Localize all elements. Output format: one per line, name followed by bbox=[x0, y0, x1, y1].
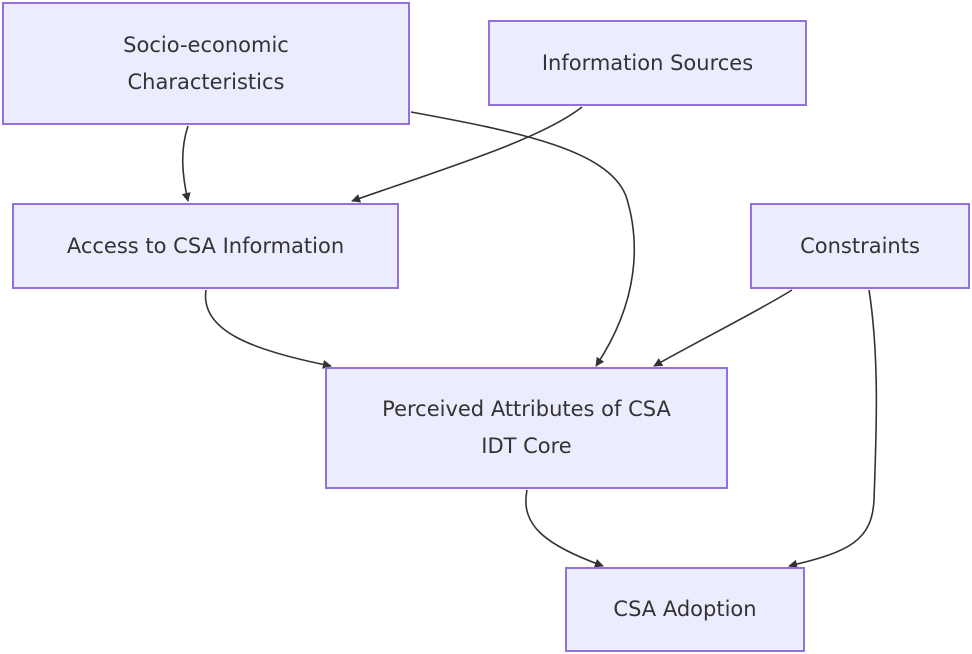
node-label: CSA Adoption bbox=[613, 597, 757, 621]
edge-perceived-to-adoption bbox=[525, 489, 604, 568]
node-access-to-csa-information: Access to CSA Information bbox=[12, 203, 399, 289]
edge-access-to-perceived bbox=[204, 289, 332, 369]
node-label-line: Characteristics bbox=[127, 69, 285, 94]
node-perceived-attributes: Perceived Attributes of CSA IDT Core bbox=[325, 367, 728, 489]
node-label: Information Sources bbox=[541, 50, 754, 75]
node-label-line: Socio-economic bbox=[123, 32, 289, 57]
node-label-line: Perceived Attributes of CSA bbox=[382, 397, 671, 421]
node-label: Constraints bbox=[800, 233, 920, 258]
node-information-sources: Information Sources bbox=[488, 20, 807, 106]
node-constraints: Constraints bbox=[750, 203, 970, 289]
edge-socio-to-access bbox=[181, 125, 191, 202]
edge-constraints-to-perceived bbox=[653, 289, 793, 367]
edge-constraints-to-adoption bbox=[788, 289, 878, 569]
edge-info-to-access bbox=[351, 106, 583, 203]
node-csa-adoption: CSA Adoption bbox=[565, 567, 805, 652]
node-label-line: IDT Core bbox=[481, 434, 572, 458]
node-socio-economic-characteristics: Socio-economic Characteristics bbox=[2, 2, 410, 125]
node-label: Access to CSA Information bbox=[66, 233, 345, 258]
edge-socio-to-perceived bbox=[410, 111, 636, 367]
